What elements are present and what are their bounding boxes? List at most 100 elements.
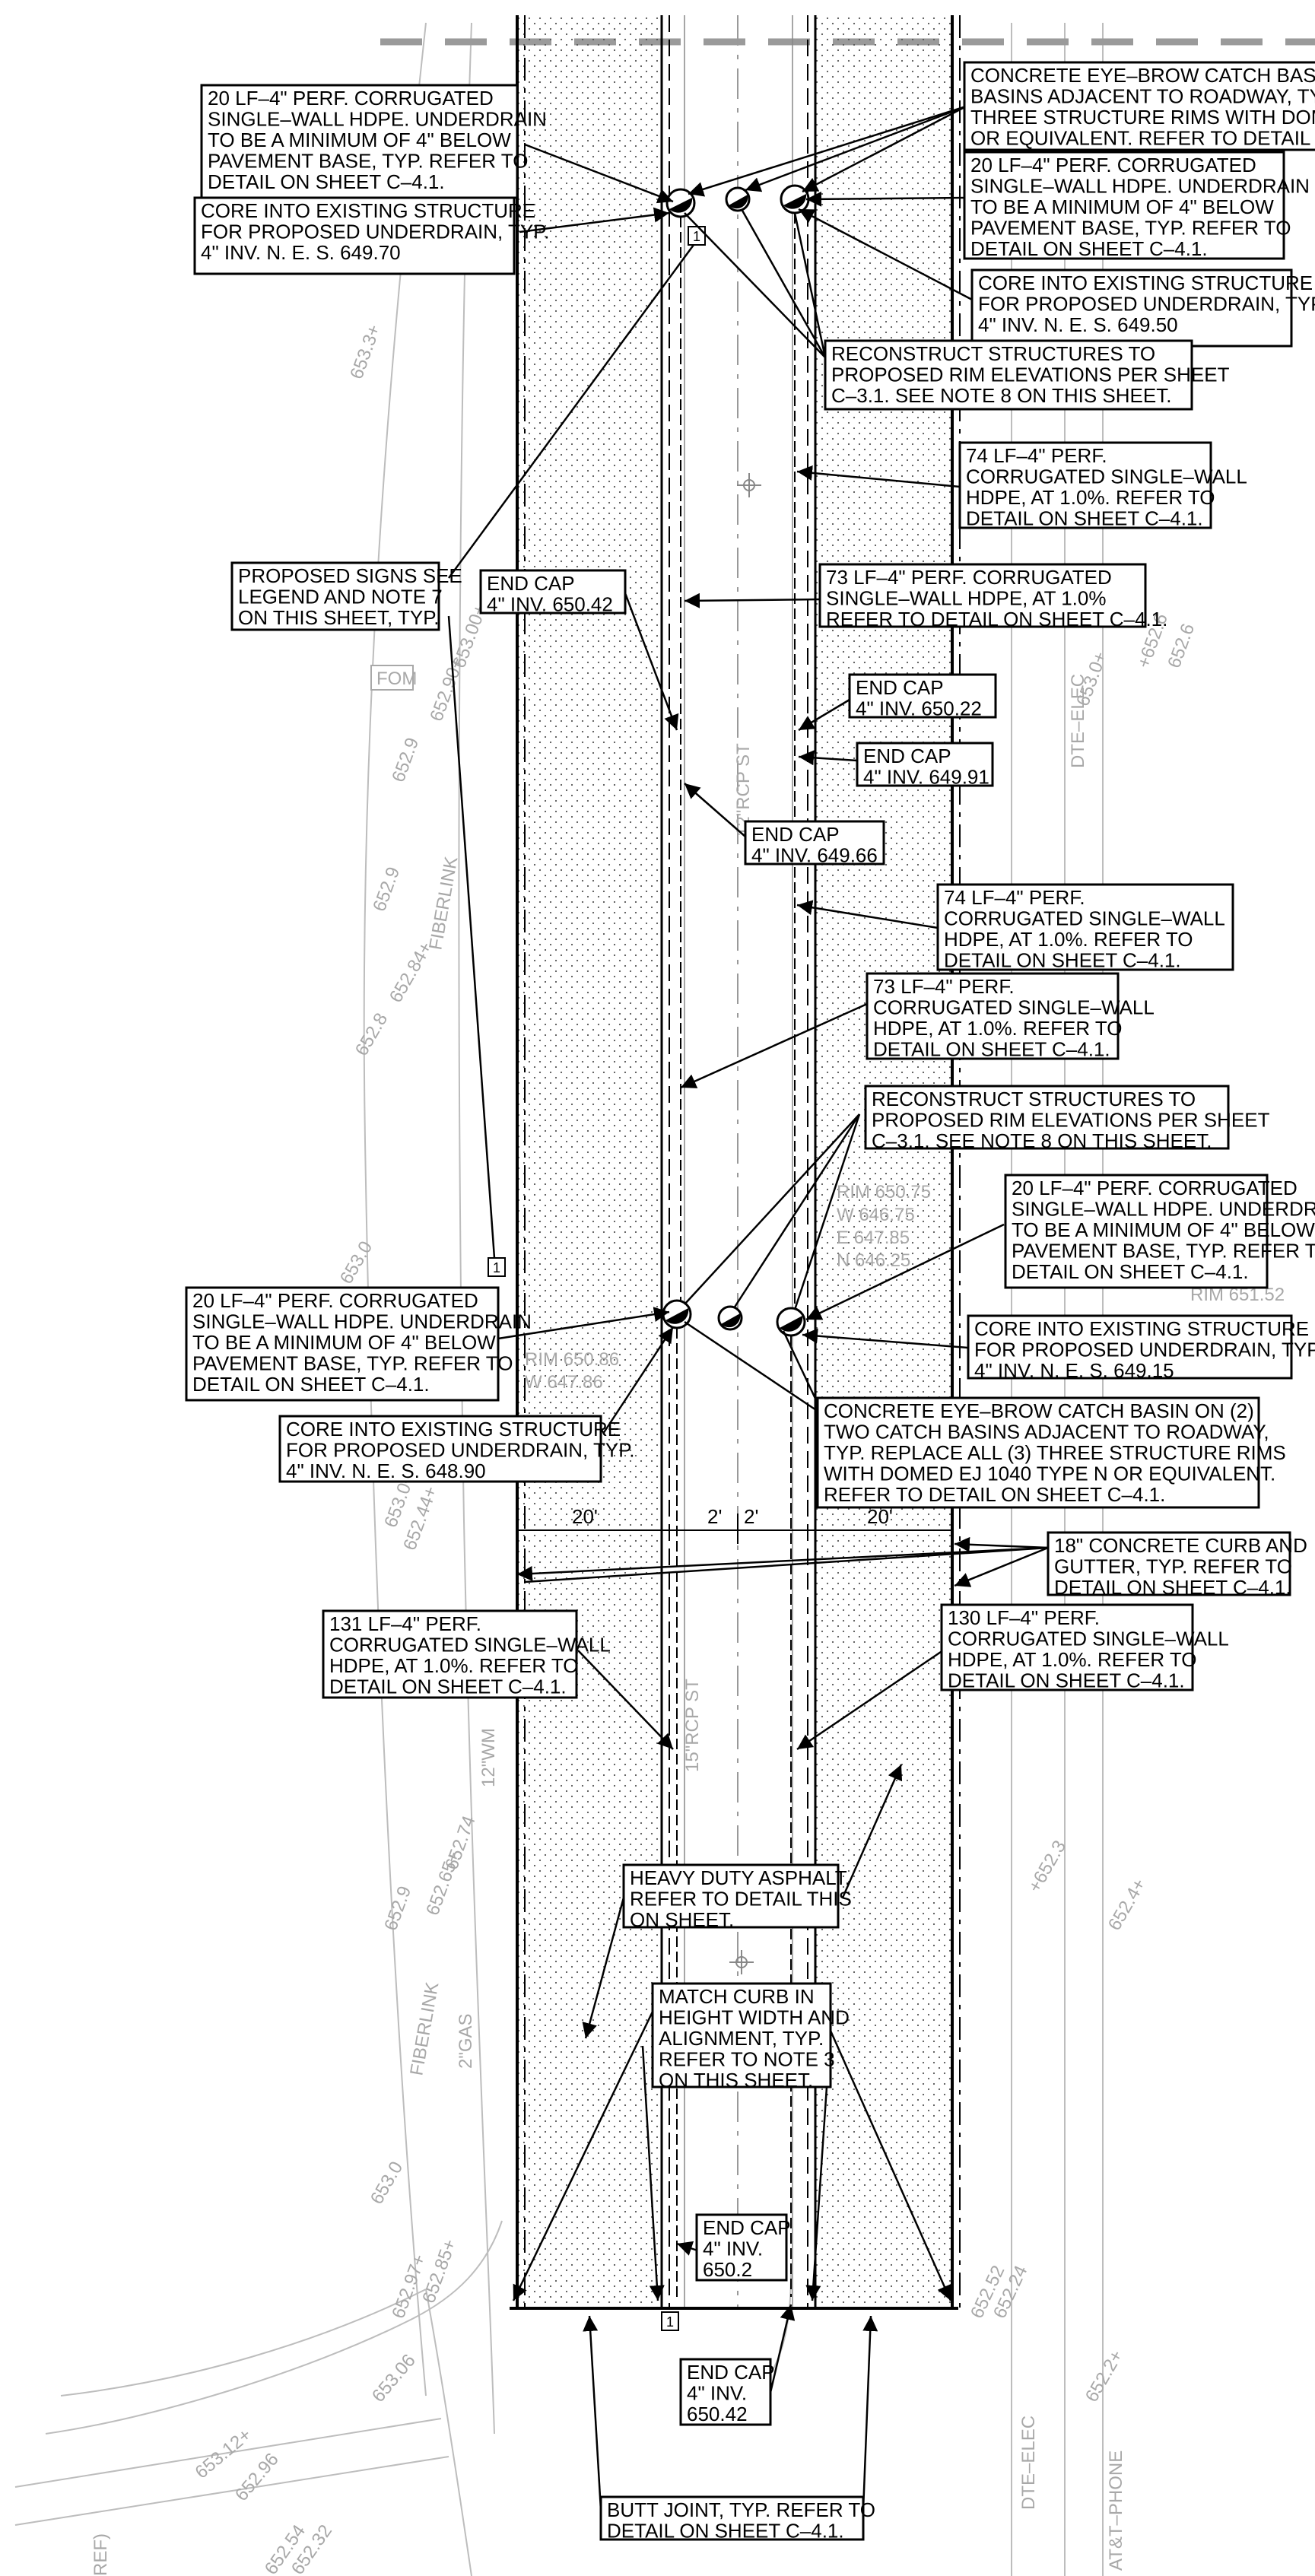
svg-text:652.9: 652.9 [380,1883,415,1933]
callout-box [856,742,994,787]
callout-line: HDPE, AT 1.0%. REFER TO [966,486,1215,509]
underdrain-lines [676,213,796,2297]
svg-text:652.2+: 652.2+ [1082,2346,1127,2406]
svg-text:N 646.25: N 646.25 [837,1250,910,1271]
callout-line: MATCH CURB IN [659,1985,815,2008]
sign-marker-bottom: 1 [661,2311,679,2331]
callout-box [963,61,1315,151]
callout-line: TO BE A MINIMUM OF 4" BELOW [192,1331,496,1354]
callout-c14: 74 LF–4" PERF.CORRUGATED SINGLE–WALLHDPE… [936,883,1234,972]
callout-line: PAVEMENT BASE, TYP. REFER TO [1012,1240,1315,1263]
callout-box [230,561,440,631]
callout-line: DETAIL ON SHEET C–4.1. [329,1676,567,1698]
callout-line: RECONSTRUCT STRUCTURES TO [872,1088,1196,1110]
callout-line: PAVEMENT BASE, TYP. REFER TO [208,150,528,173]
callout-line: DETAIL ON SHEET C–4.1. [208,170,445,193]
callout-line: CORE INTO EXISTING STRUCTURE [286,1418,621,1440]
callout-line: END CAP [703,2216,791,2239]
callout-box [322,1609,578,1699]
callout-box [695,2213,788,2282]
callout-line: WITH DOMED EJ 1040 TYPE N OR EQUIVALENT. [824,1463,1275,1485]
asphalt-markers [729,473,761,1974]
svg-text:DTE–ELEC: DTE–ELEC [1068,674,1088,768]
callout-line: ON SHEET. [630,1908,734,1931]
callout-line: HDPE, AT 1.0%. REFER TO [944,928,1193,951]
callout-line: HDPE, AT 1.0%. REFER TO [873,1017,1123,1040]
callout-box [599,2495,865,2541]
callout-line: PAVEMENT BASE, TYP. REFER TO [970,217,1291,240]
callout-line: SINGLE–WALL HDPE, AT 1.0% [826,587,1106,610]
callout-line: THREE STRUCTURE RIMS WITH DOMED [970,106,1315,129]
callout-line: RECONSTRUCT STRUCTURES TO [831,342,1155,365]
callout-line: HDPE, AT 1.0%. REFER TO [329,1654,579,1677]
callout-line: BUTT JOINT, TYP. REFER TO [607,2498,875,2521]
callout-line: 4" INV. 650.42 [487,593,613,616]
callout-box [864,1085,1230,1150]
catch-basin-bottom-right [776,1307,806,1337]
callout-line: 20 LF–4" PERF. CORRUGATED [208,87,494,110]
callout-box [200,84,519,199]
callout-line: 4" INV. 649.91 [863,766,989,789]
callout-line: CORRUGATED SINGLE–WALL [329,1634,611,1656]
callout-c15: 73 LF–4" PERF.CORRUGATED SINGLE–WALLHDPE… [866,972,1155,1061]
callout-line: 4" INV. 649.66 [751,844,878,867]
svg-text:REF): REF) [91,2533,111,2576]
dim-left: 20' [572,1505,598,1528]
callout-line: SINGLE–WALL HDPE. UNDERDRAIN [1012,1198,1315,1221]
callout-c7: 74 LF–4" PERF.CORRUGATED SINGLE–WALLHDPE… [958,441,1247,530]
callout-line: CORE INTO EXISTING STRUCTURE [974,1317,1309,1340]
callout-box [940,1603,1194,1691]
callout-line: CORRUGATED SINGLE–WALL [948,1628,1229,1650]
svg-text:653.0: 653.0 [367,2158,407,2208]
callout-line: SINGLE–WALL HDPE. UNDERDRAIN [970,175,1310,198]
callout-line: GUTTER, TYP. REFER TO [1054,1555,1292,1578]
svg-text:652.8: 652.8 [351,1009,392,1059]
callout-line: FOR PROPOSED UNDERDRAIN, TYP. [201,221,549,243]
callout-c24: 130 LF–4" PERF.CORRUGATED SINGLE–WALLHDP… [940,1603,1229,1692]
svg-text:RIM 650.75: RIM 650.75 [837,1182,931,1202]
callout-line: CONCRETE EYE–BROW CATCH BASIN ON (2) [824,1399,1254,1422]
callout-line: 73 LF–4" PERF. [873,975,1015,998]
callout-line: FOR PROPOSED UNDERDRAIN, TYP. [978,293,1315,316]
callout-c3: CONCRETE EYE–BROW CATCH BASIN ONBASINS A… [963,61,1315,151]
svg-text:FIBERLINK: FIBERLINK [406,1980,443,2077]
svg-text:652.9: 652.9 [388,735,423,785]
callout-line: ALIGNMENT, TYP. [659,2027,824,2050]
callout-box [185,1286,500,1402]
svg-text:653.0: 653.0 [336,1237,376,1288]
dimension-line [516,1514,953,1544]
callout-line: CONCRETE EYE–BROW CATCH BASIN ON [970,64,1315,87]
callout-box [479,569,627,615]
callout-line: TWO CATCH BASINS ADJACENT TO ROADWAY, [824,1421,1269,1444]
svg-text:1: 1 [693,229,700,244]
callout-line: 18" CONCRETE CURB AND [1054,1534,1307,1557]
callout-line: PROPOSED SIGNS SEE [238,564,462,587]
callout-line: PROPOSED RIM ELEVATIONS PER SHEET [872,1109,1270,1132]
callout-box [967,1314,1293,1380]
callouts: 20 LF–4" PERF. CORRUGATED SINGLE–WALL HDP… [185,61,1315,2543]
dim-center-right: 2' [744,1505,758,1528]
svg-text:DTE–ELEC: DTE–ELEC [1018,2416,1039,2510]
callout-line: 74 LF–4" PERF. [966,444,1107,467]
svg-text:12"WM: 12"WM [478,1728,499,1787]
svg-text:2"GAS: 2"GAS [456,2013,476,2069]
callout-line: TO BE A MINIMUM OF 4" BELOW [208,129,511,151]
callout-line: 20 LF–4" PERF. CORRUGATED [192,1289,478,1312]
callout-line: CORE INTO EXISTING STRUCTURE [978,272,1313,294]
callout-box [866,972,1120,1060]
callout-box [744,820,885,866]
callout-box [848,673,997,719]
svg-text:15"RCP ST: 15"RCP ST [682,1679,703,1772]
callout-line: PROPOSED RIM ELEVATIONS PER SHEET [831,364,1230,386]
callout-line: HDPE, AT 1.0%. REFER TO [948,1648,1197,1671]
